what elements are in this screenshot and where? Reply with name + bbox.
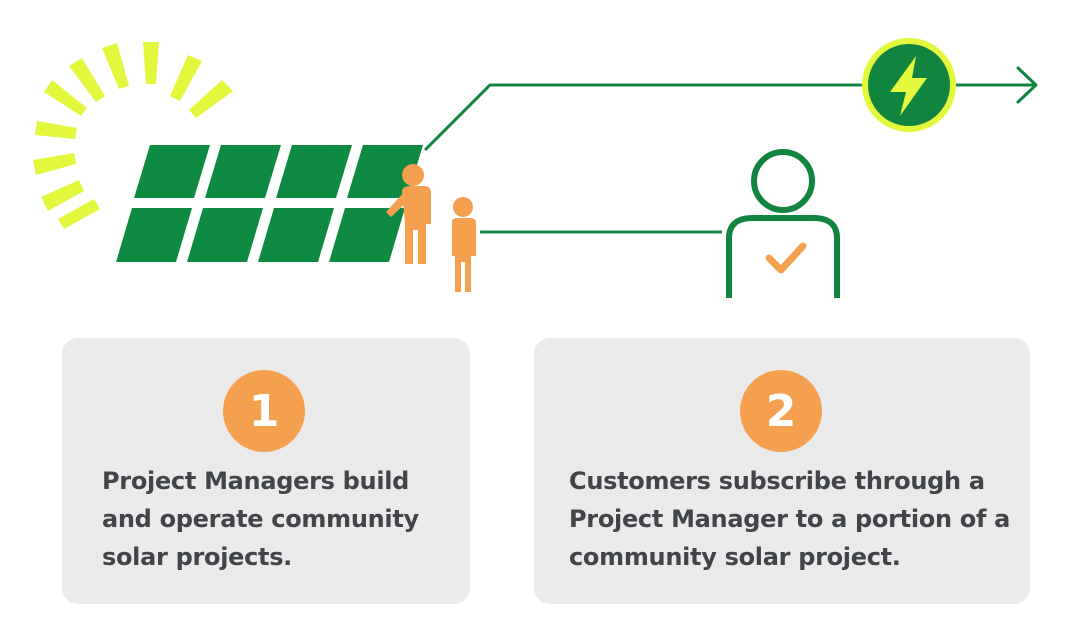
panel-cell [116,208,192,262]
sun-rays-icon [33,42,233,229]
panel-cell [258,208,334,262]
panel-cell [276,145,352,198]
step-number-badge: 2 [740,370,822,452]
customer-check-icon [726,149,840,298]
step-card-1: 1 Project Managers build and operate com… [62,338,470,604]
panel-cell [347,145,423,198]
step-number-badge: 1 [223,370,305,452]
panel-cell [329,208,405,262]
panel-cell [134,145,210,198]
step-description: Project Managers build and operate commu… [102,467,419,571]
step-card-2: 2 Customers subscribe through a Project … [534,338,1030,604]
illustration [0,0,1038,298]
panel-cell [205,145,281,198]
arrow-right-icon [1016,66,1038,104]
lightning-bolt-icon [862,38,956,132]
panel-cell [187,208,263,262]
people-icon [386,164,476,292]
solar-panel-cells [116,145,423,262]
solar-panel-icon [0,0,1,1]
energy-line [423,83,862,152]
step-description: Customers subscribe through a Project Ma… [569,467,1011,571]
